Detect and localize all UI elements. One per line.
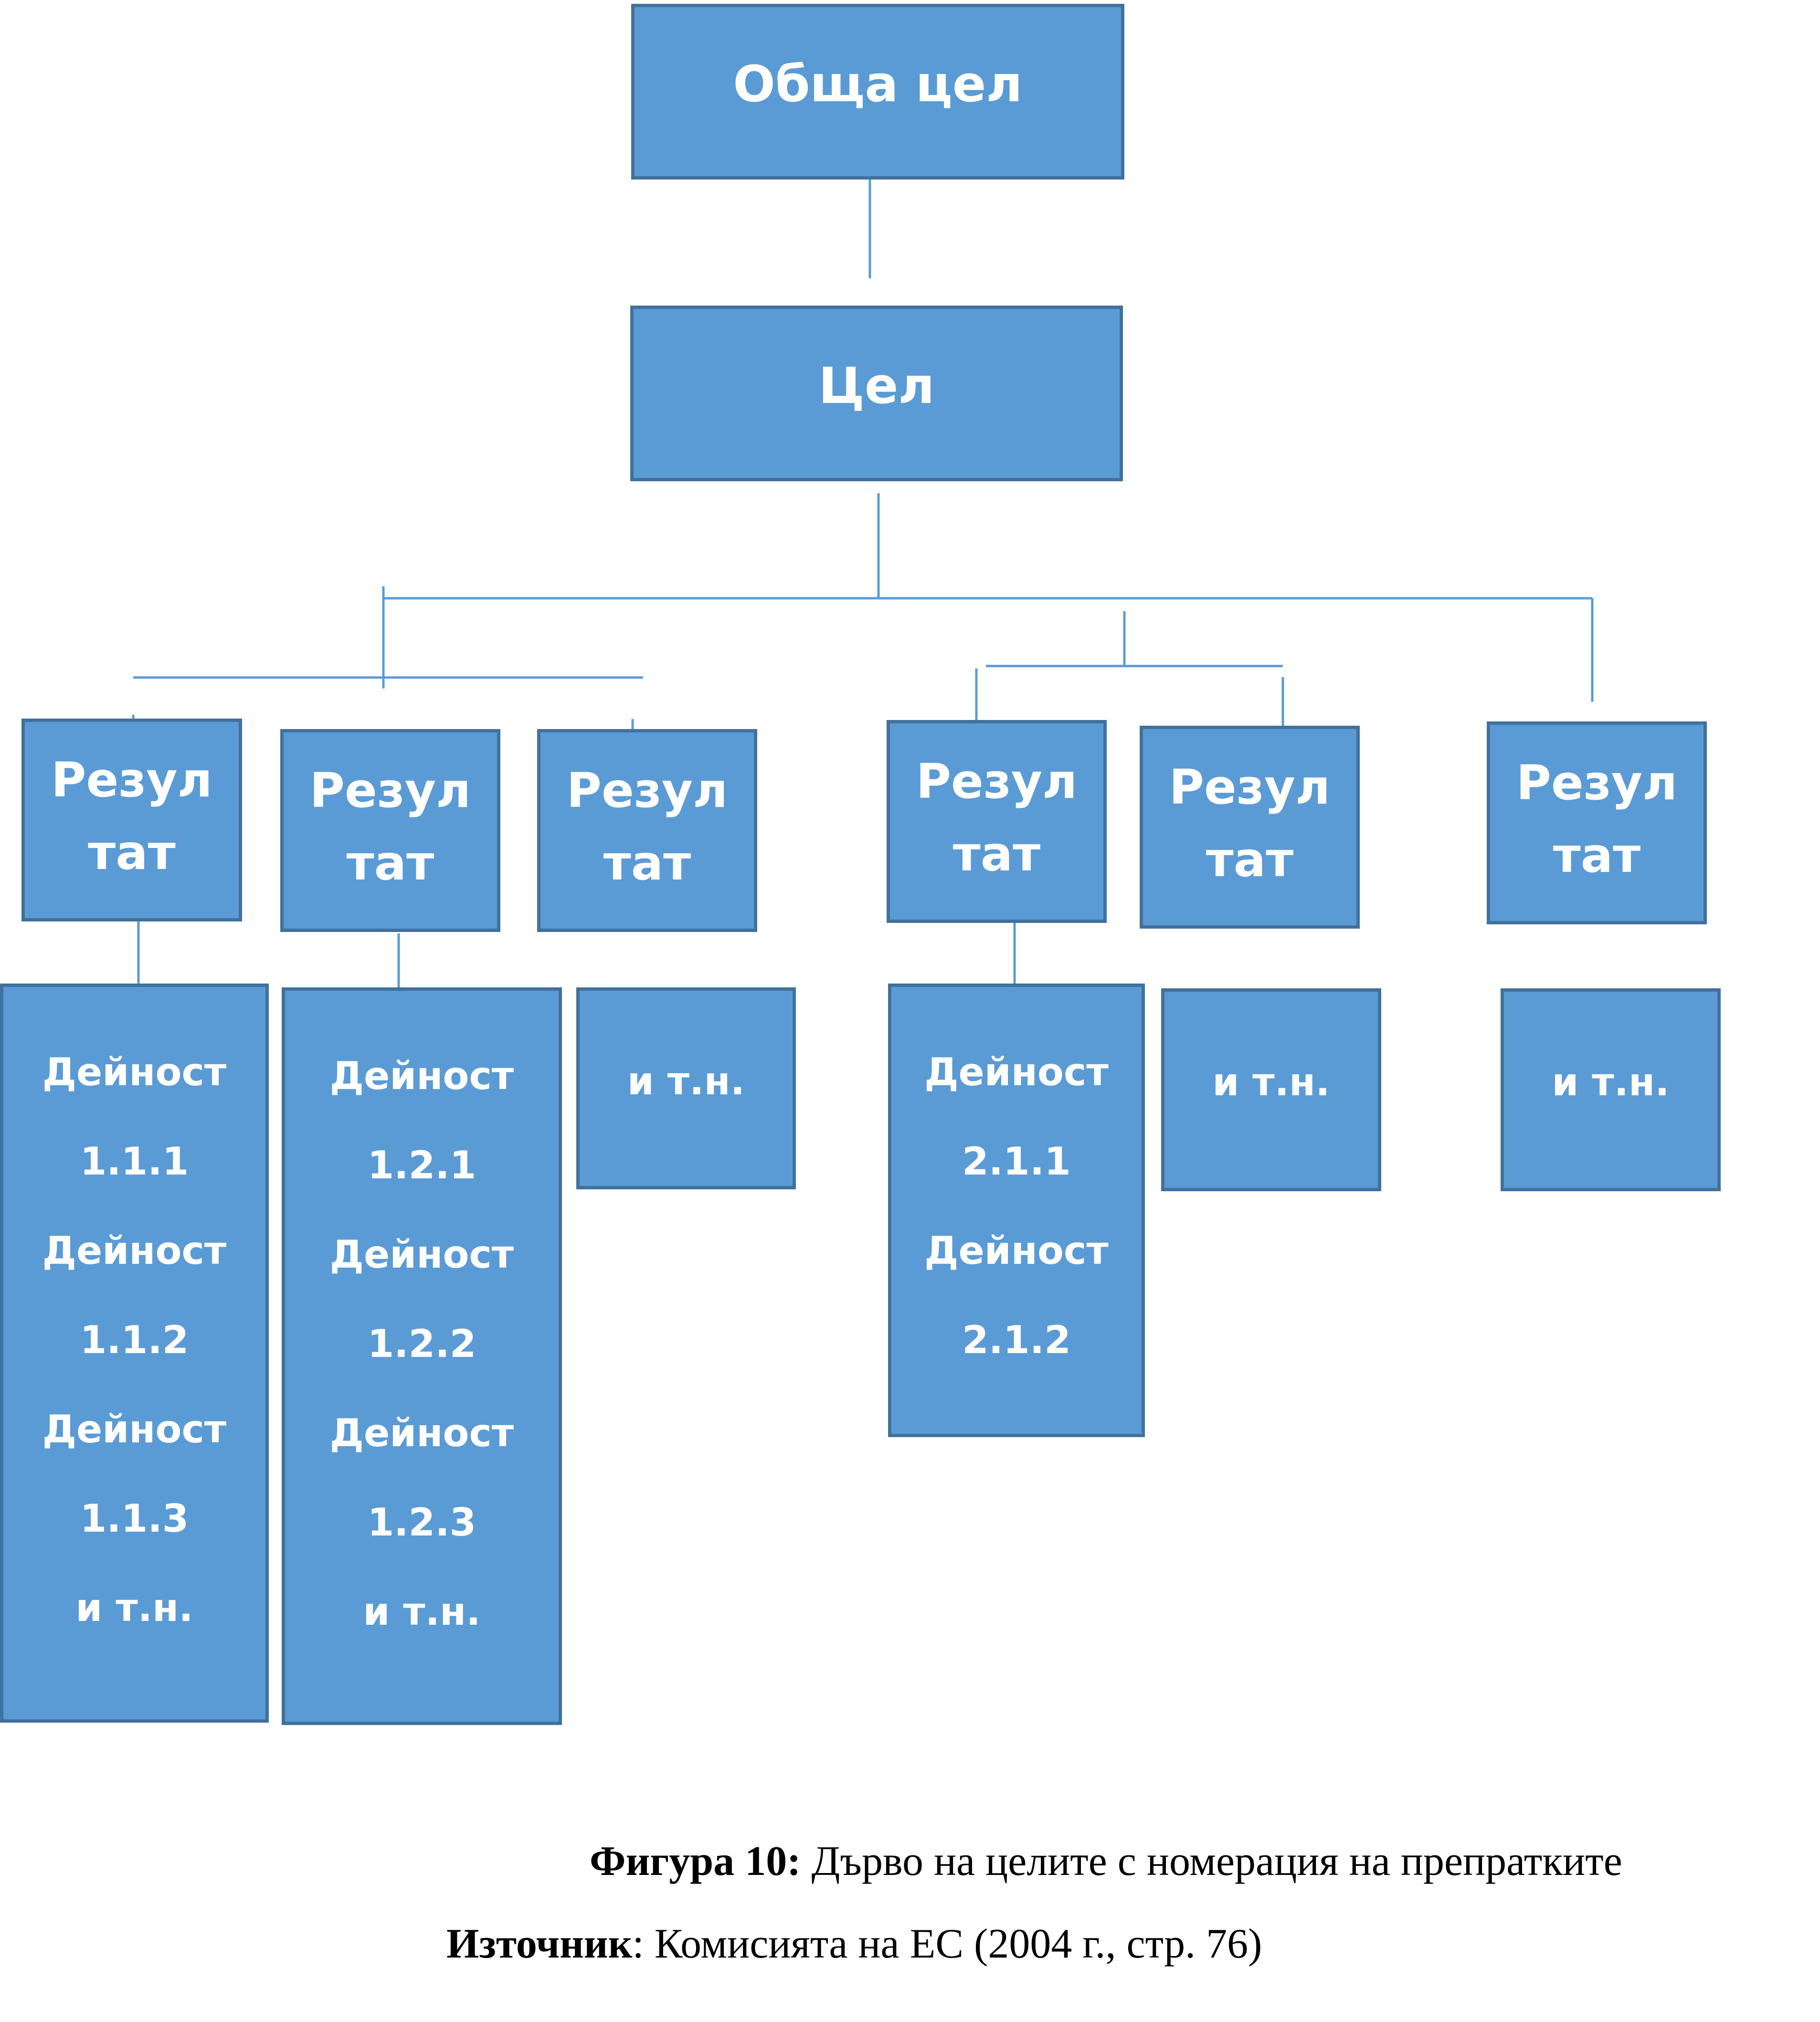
result-box-3: Резул тат: [537, 729, 757, 932]
result-label: Резул тат: [916, 753, 1078, 882]
activity-list: Дейност 2.1.1 Дейност 2.1.2: [924, 1050, 1109, 1362]
figure-label: Фигура 10:: [590, 1838, 801, 1884]
result-box-4: Резул тат: [887, 720, 1107, 923]
result-box-2: Резул тат: [280, 729, 500, 932]
goal-label: Цел: [818, 357, 935, 415]
result-label: Резул тат: [566, 762, 728, 891]
result-label: Резул тат: [51, 752, 212, 880]
activity-list: Дейност 1.2.1 Дейност 1.2.2 Дейност 1.2.…: [329, 1054, 514, 1634]
goal-box: Цел: [630, 306, 1123, 481]
result-box-5: Резул тат: [1140, 726, 1360, 929]
activity-box-6: и т.н.: [1501, 988, 1721, 1191]
figure-caption: Фигура 10: Дърво на целите с номерация н…: [590, 1841, 1622, 1883]
result-box-1: Резул тат: [21, 719, 242, 921]
source-caption: Източник: Комисията на ЕС (2004 г., стр.…: [446, 1923, 1262, 1965]
source-text: : Комисията на ЕС (2004 г., стр. 76): [632, 1921, 1262, 1967]
result-label: Резул тат: [309, 762, 471, 891]
result-box-6: Резул тат: [1487, 721, 1707, 924]
activity-list: и т.н.: [1552, 1060, 1670, 1104]
activity-list: и т.н.: [627, 1059, 745, 1103]
activity-list: Дейност 1.1.1 Дейност 1.1.2 Дейност 1.1.…: [42, 1050, 227, 1630]
activity-box-4: Дейност 2.1.1 Дейност 2.1.2: [888, 984, 1145, 1437]
activity-list: и т.н.: [1212, 1060, 1330, 1104]
figure-title: Дърво на целите с номерация на препратки…: [801, 1838, 1622, 1884]
result-label: Резул тат: [1169, 759, 1331, 888]
result-label: Резул тат: [1516, 755, 1678, 883]
activity-box-5: и т.н.: [1161, 988, 1381, 1191]
overall-goal-label: Обща цел: [733, 55, 1023, 113]
source-label: Източник: [446, 1921, 633, 1967]
overall-goal-box: Обща цел: [631, 4, 1124, 180]
activity-box-2: Дейност 1.2.1 Дейност 1.2.2 Дейност 1.2.…: [282, 987, 562, 1725]
activity-box-1: Дейност 1.1.1 Дейност 1.1.2 Дейност 1.1.…: [0, 984, 269, 1723]
activity-box-3: и т.н.: [576, 987, 796, 1189]
